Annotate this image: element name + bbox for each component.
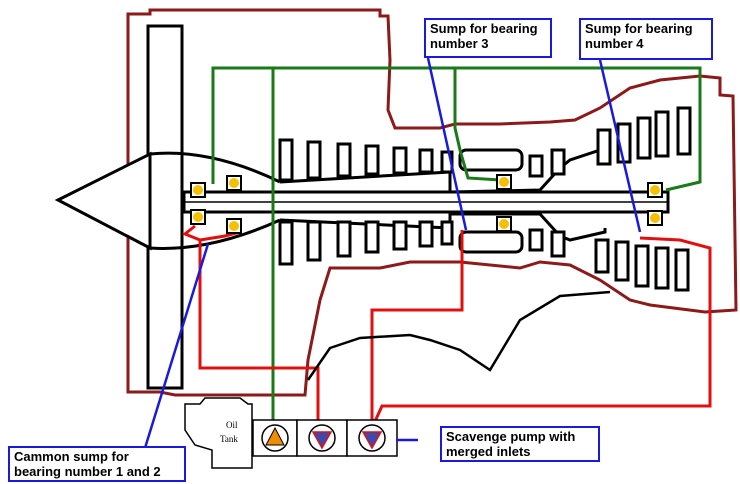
pressure-pump-icon [262, 425, 288, 451]
callout-leaders [145, 58, 640, 448]
turbine-blades-upper [530, 108, 690, 176]
main-shaft [184, 192, 668, 212]
oil-tank-label-line2: Tank [220, 434, 238, 444]
compressor-blades-lower [280, 222, 452, 264]
callout-bearing-4: Sump for bearing number 4 [579, 18, 713, 60]
callout-scavenge-pump: Scavenge pump with merged inlets [440, 426, 600, 462]
oil-tank-icon: Oil Tank [185, 398, 252, 468]
pump-drive-lines [308, 292, 610, 380]
scavenge-oil-lines [185, 226, 710, 428]
callout-bearing-3: Sump for bearing number 3 [424, 18, 552, 58]
oil-tank-label-line1: Oil [226, 420, 238, 430]
callout-common-sump: Cammon sump for bearing number 1 and 2 [8, 446, 186, 482]
nose-cone [58, 154, 150, 248]
fan-blade [148, 26, 182, 388]
